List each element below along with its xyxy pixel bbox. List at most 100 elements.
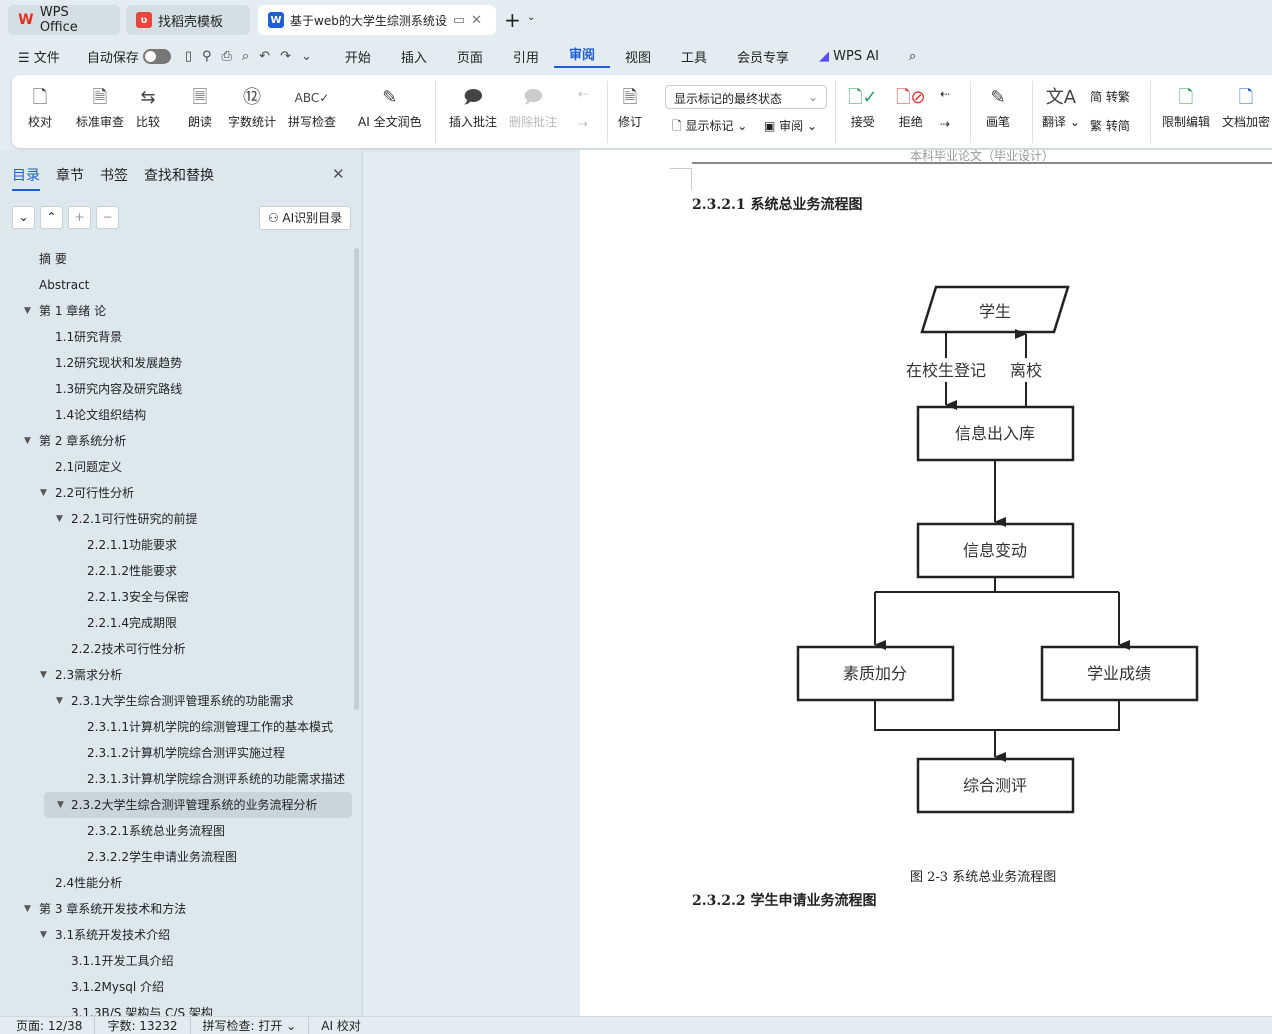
quick-access-icons[interactable]: ▯⚲⎙⌕↶↷⌄: [184, 48, 322, 64]
toc-item[interactable]: ▼3.1系统开发技术介绍: [0, 922, 352, 948]
toc-item[interactable]: ▼第 2 章系统分析: [0, 428, 352, 454]
close-tab-icon[interactable]: ✕: [471, 12, 483, 28]
remove-heading-button[interactable]: −: [96, 206, 119, 229]
next-change-icon[interactable]: ⇢: [940, 117, 951, 131]
compare-button[interactable]: ⇆比较: [136, 83, 160, 130]
toc-item[interactable]: 2.1问题定义: [0, 454, 352, 480]
prev-change-icon[interactable]: ⇠: [940, 87, 951, 101]
expand-arrow-icon[interactable]: ▼: [57, 800, 64, 810]
proof-button[interactable]: 🗋校对: [28, 83, 52, 130]
toc-item[interactable]: 2.4性能分析: [0, 870, 352, 896]
markup-state-select[interactable]: 显示标记的最终状态⌄: [665, 85, 827, 109]
flow-info-in: 信息出入库: [955, 424, 1035, 443]
expand-arrow-icon[interactable]: ▼: [40, 488, 47, 498]
to-simplified-button[interactable]: 繁 转简: [1090, 119, 1130, 133]
expand-arrow-icon[interactable]: ▼: [24, 436, 31, 446]
toc-item[interactable]: ▼2.3.2大学生综合测评管理系统的业务流程分析: [44, 792, 352, 818]
expand-arrow-icon[interactable]: ▼: [24, 306, 31, 316]
expand-arrow-icon[interactable]: ▼: [24, 904, 31, 914]
menu-page[interactable]: 页面: [456, 50, 483, 66]
menu-view[interactable]: 视图: [624, 50, 651, 66]
expand-arrow-icon[interactable]: ▼: [56, 696, 63, 706]
menu-home[interactable]: 开始: [344, 50, 371, 66]
toc-item[interactable]: ▼2.2.1可行性研究的前提: [0, 506, 352, 532]
ai-toc-button[interactable]: ⚇ AI识别目录: [259, 206, 351, 230]
close-pane-icon[interactable]: ✕: [332, 165, 345, 183]
word-count[interactable]: 字数: 13232: [95, 1016, 191, 1034]
toc-item[interactable]: 1.2研究现状和发展趋势: [0, 350, 352, 376]
collapse-up-button[interactable]: ⌃: [40, 206, 63, 229]
toc-item[interactable]: 2.2.1.2性能要求: [0, 558, 352, 584]
ai-proof[interactable]: AI 校对: [321, 1018, 361, 1033]
nav-tab-toc[interactable]: 目录: [12, 165, 40, 191]
toc-item-label: 3.1.2Mysql 介绍: [71, 980, 165, 994]
search-icon[interactable]: ⌕: [908, 48, 917, 64]
toc-item[interactable]: 2.2.2技术可行性分析: [0, 636, 352, 662]
expand-down-button[interactable]: ⌄: [12, 206, 35, 229]
toc-item[interactable]: 2.3.1.3计算机学院综合测评系统的功能需求描述: [0, 766, 352, 792]
prev-comment-icon[interactable]: ⇠: [578, 87, 589, 101]
spell-check-status[interactable]: 拼写检查: 打开 ⌄: [191, 1016, 310, 1034]
reject-button[interactable]: 🗋⊘拒绝: [896, 83, 926, 130]
to-traditional-button[interactable]: 简 转繁: [1090, 90, 1130, 104]
encrypt-button[interactable]: 🗋文档加密: [1222, 83, 1270, 130]
expand-arrow-icon[interactable]: ▼: [56, 514, 63, 524]
menu-member[interactable]: 会员专享: [736, 50, 789, 66]
nav-tab-bookmarks[interactable]: 书签: [100, 168, 128, 184]
tab-menu-chevron-icon[interactable]: ⌄: [527, 12, 536, 23]
menu-wps-ai[interactable]: ◢ WPS AI: [804, 49, 894, 64]
toc-item[interactable]: 3.1.2Mysql 介绍: [0, 974, 352, 1000]
ai-polish-button[interactable]: ✎AI 全文润色: [358, 83, 422, 130]
revise-button[interactable]: 🗎修订: [618, 83, 642, 130]
standard-review-button[interactable]: 🗎标准审查: [76, 83, 124, 130]
toc-item[interactable]: 1.1研究背景: [0, 324, 352, 350]
toc-item[interactable]: 2.2.1.4完成期限: [0, 610, 352, 636]
toc-item[interactable]: 1.3研究内容及研究路线: [0, 376, 352, 402]
menu-insert[interactable]: 插入: [400, 50, 427, 66]
nav-tab-sections[interactable]: 章节: [56, 168, 84, 184]
expand-arrow-icon[interactable]: ▼: [40, 930, 47, 940]
add-heading-button[interactable]: +: [68, 206, 91, 229]
toc-item[interactable]: 3.1.1开发工具介绍: [0, 948, 352, 974]
menu-review[interactable]: 审阅: [553, 44, 610, 68]
show-marks-button[interactable]: 🗋 显示标记 ⌄: [672, 119, 748, 133]
expand-arrow-icon[interactable]: ▼: [40, 670, 47, 680]
toc-item[interactable]: 2.2.1.3安全与保密: [0, 584, 352, 610]
menu-reference[interactable]: 引用: [512, 50, 539, 66]
label: 文档加密: [1222, 115, 1271, 129]
toc-item[interactable]: 2.3.1.1计算机学院的综测管理工作的基本模式: [0, 714, 352, 740]
toc-item[interactable]: 2.3.1.2计算机学院综合测评实施过程: [0, 740, 352, 766]
toc-item[interactable]: Abstract: [0, 272, 352, 298]
read-aloud-button[interactable]: 🗏朗读: [188, 83, 212, 130]
toc-item[interactable]: ▼2.2可行性分析: [0, 480, 352, 506]
scrollbar[interactable]: [354, 248, 359, 710]
autosave-toggle[interactable]: [142, 48, 171, 64]
pen-button[interactable]: ✎画笔: [986, 83, 1010, 130]
menu-tools[interactable]: 工具: [680, 50, 707, 66]
toc-item[interactable]: 2.2.1.1功能要求: [0, 532, 352, 558]
delete-comment-button[interactable]: 🗩删除批注: [509, 83, 557, 130]
next-comment-icon[interactable]: ⇢: [578, 117, 589, 131]
insert-comment-button[interactable]: 🗩插入批注: [449, 83, 497, 130]
accept-button[interactable]: 🗋✓接受: [848, 83, 878, 130]
toc-item[interactable]: ▼第 1 章绪 论: [0, 298, 352, 324]
toc-item[interactable]: 1.4论文组织结构: [0, 402, 352, 428]
toc-item[interactable]: ▼第 3 章系统开发技术和方法: [0, 896, 352, 922]
file-menu[interactable]: ☰ 文件: [18, 50, 60, 66]
restrict-edit-button[interactable]: 🗋限制编辑: [1162, 83, 1210, 130]
toc-item[interactable]: 2.3.2.2学生申请业务流程图: [0, 844, 352, 870]
toc-item[interactable]: 摘 要: [0, 246, 352, 272]
nav-tab-find-replace[interactable]: 查找和替换: [144, 168, 214, 184]
toc-item[interactable]: ▼2.3需求分析: [0, 662, 352, 688]
new-tab-button[interactable]: +: [504, 8, 521, 32]
page-count[interactable]: 页面: 12/38: [0, 1016, 96, 1034]
toc-item[interactable]: 2.3.2.1系统总业务流程图: [0, 818, 352, 844]
toc-item[interactable]: ▼2.3.1大学生综合测评管理系统的功能需求: [0, 688, 352, 714]
spell-check-button[interactable]: ABC✓拼写检查: [288, 83, 336, 130]
review-pane-button[interactable]: ▣ 审阅 ⌄: [764, 119, 818, 133]
